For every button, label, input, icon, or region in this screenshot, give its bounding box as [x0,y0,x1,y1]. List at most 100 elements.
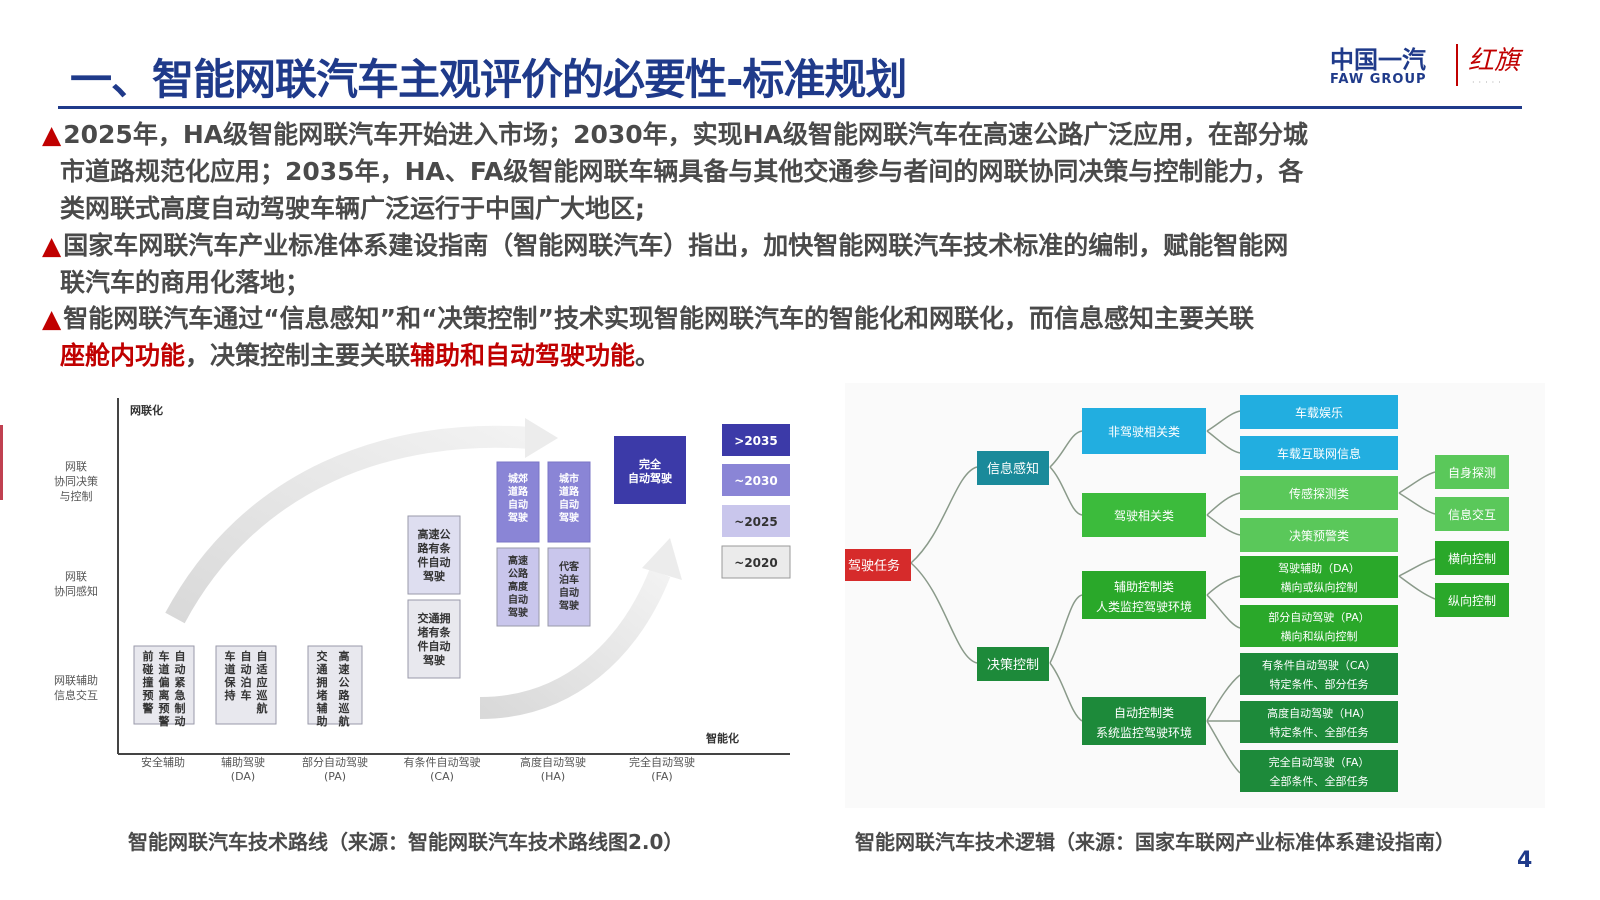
node-internet-info [1240,436,1398,470]
node-perception [977,451,1049,485]
box-label-lka: 车道保持 [224,649,237,702]
node-ha [1240,701,1398,743]
x-level-0-name: 安全辅助 [141,755,185,769]
faw-logo: 中国一汽 FAW GROUP 红旗 ····· [1330,40,1530,100]
bullet-2: ▲国家车网联汽车产业标准体系建设指南（智能网联汽车）指出，加快智能网联汽车技术标… [42,227,1532,301]
page-number: 4 [1517,848,1533,873]
x-level-5-code: (FA) [651,770,672,783]
bullet-2-line-2: 联汽车的商用化落地； [60,268,311,297]
y-level-2-line-1: 网联辅助 [54,673,98,687]
x-level-2: 部分自动驾驶(PA) [302,755,368,783]
box-label-ca-highway: 高速公路有条件自动驾驶 [418,527,452,583]
legend-2035 [722,424,790,456]
highlight-cabin-functions: 座舱内功能 [60,341,186,370]
node-fa-label: 完全自动驾驶（FA）全部条件、全部任务 [1269,755,1370,788]
triangle-bullet-icon: ▲ [42,231,62,260]
box-label-tja: 交通拥堵辅助 [317,649,328,728]
box-label-ha-valet: 代客泊车自动驾驶 [558,560,580,612]
legend-label-2020: ~2020 [734,556,777,570]
hongqi-logo-sub: ····· [1472,78,1505,87]
progress-arrow-lower [479,568,671,719]
caption-roadmap: 智能网联汽车技术路线（来源：智能网联汽车技术路线图2.0） [128,830,684,854]
x-level-1-code: (DA) [231,770,255,783]
box-fa [614,436,686,504]
legend-2020 [721,545,791,579]
node-warning-label: 决策预警类 [1289,528,1349,543]
legend-2025 [722,505,790,537]
box-ha-valet [547,547,591,627]
caption-logic: 智能网联汽车技术逻辑（来源：国家车联网产业标准体系建设指南） [855,830,1455,854]
bullet-1: ▲2025年，HA级智能网联汽车开始进入市场；2030年，实现HA级智能网联汽车… [42,116,1532,227]
bullet-1-line-1: 2025年，HA级智能网联汽车开始进入市场；2030年，实现HA级智能网联汽车在… [63,120,1308,149]
triangle-bullet-icon: ▲ [42,120,62,149]
node-longitudinal-label: 纵向控制 [1448,593,1496,608]
x-level-1: 辅助驾驶(DA) [221,755,265,783]
y-level-1-line-2: 协同感知 [54,584,98,598]
box-ha-highway [496,547,540,627]
box-label-aeb: 自动紧急制动 [175,649,186,728]
left-edge-mark [0,425,3,500]
node-root [837,549,911,581]
bullet-3-end: 。 [635,341,661,370]
legend-label-2030: ~2030 [734,474,777,488]
y-level-0-line-2: 协同决策 [54,474,98,488]
box-label-acc: 自适应巡航 [257,649,268,715]
bullet-1-line-3: 类网联式高度自动驾驶车辆广泛运行于中国广大地区; [60,194,645,223]
node-auto-control-label: 自动控制类系统监控驾驶环境 [1096,706,1192,740]
triangle-bullet-icon: ▲ [42,304,62,333]
progress-arrow-lower-head [642,538,682,580]
node-fa [1240,750,1398,792]
box-label-ha-urban: 城市道路自动驾驶 [558,472,580,524]
bullet-3-line-1: 智能网联汽车通过“信息感知”和“决策控制”技术实现智能网联汽车的智能化和网联化，… [63,304,1254,333]
x-level-1-name: 辅助驾驶 [221,755,265,769]
box-safety [133,645,195,725]
logo-cn-text: 中国一汽 [1330,46,1426,74]
node-non-driving-label: 非驾驶相关类 [1108,424,1180,439]
node-infotainment [1240,395,1398,429]
node-infotainment-label: 车载娱乐 [1295,405,1343,420]
x-level-2-code: (PA) [324,770,346,783]
node-internet-info-label: 车载互联网信息 [1277,446,1361,461]
tree-connectors [910,410,1436,774]
bullet-3: ▲智能网联汽车通过“信息感知”和“决策控制”技术实现智能网联汽车的智能化和网联化… [42,300,1532,374]
logic-tree-diagram: 驾驶任务 信息感知 决策控制 非驾驶相关类 驾驶相关类 辅助控制类人类监控驾驶环… [837,383,1545,808]
x-level-0: 安全辅助 [141,755,185,769]
logo-divider [1456,44,1458,86]
y-level-info: 网联辅助信息交互 [54,673,98,702]
y-level-0-line-3: 与控制 [60,489,93,503]
y-level-2-line-2: 信息交互 [54,688,98,702]
node-info-exchange-label: 信息交互 [1448,507,1496,522]
x-level-2-name: 部分自动驾驶 [302,755,368,769]
node-longitudinal [1435,583,1509,617]
y-level-decision: 网联协同决策与控制 [54,460,98,503]
node-info-exchange [1435,497,1509,531]
legend-label-2025: ~2025 [734,515,777,529]
bullet-2-line-1: 国家车网联汽车产业标准体系建设指南（智能网联汽车）指出，加快智能网联汽车技术标准… [63,231,1289,260]
highlight-driving-functions: 辅助和自动驾驶功能 [410,341,636,370]
node-pa-label: 部分自动驾驶（PA）横向和纵向控制 [1268,610,1369,643]
hongqi-logo: 红旗 [1468,46,1521,76]
box-label-fcw: 前碰撞预警 [142,649,154,715]
node-decision-label: 决策控制 [987,657,1039,673]
node-perception-label: 信息感知 [987,461,1039,477]
progress-arrow-upper-head [525,418,558,458]
legend-label-2035: >2035 [734,434,777,448]
node-auto-control [1082,697,1206,745]
box-ha-urban [547,461,591,543]
x-level-3-name: 有条件自动驾驶 [404,755,481,769]
node-sensing [1240,476,1398,510]
box-label-ha-highway: 高速公路高度自动驾驶 [507,554,529,619]
box-ca-traffic [407,599,461,679]
node-driving [1082,493,1206,537]
x-level-4-code: (HA) [541,770,565,783]
y-level-0-line-1: 网联 [65,460,87,473]
legend-2030 [722,464,790,496]
box-label-fa: 完全自动驾驶 [628,457,673,485]
node-root-label: 驾驶任务 [848,558,900,574]
x-level-3-code: (CA) [430,770,454,783]
node-ca-label: 有条件自动驾驶（CA）特定条件、部分任务 [1262,658,1376,691]
node-non-driving [1082,408,1206,454]
x-level-3: 有条件自动驾驶(CA) [404,755,481,783]
x-level-5-name: 完全自动驾驶 [629,755,695,769]
box-label-hwa: 高速公路巡航 [339,649,351,728]
